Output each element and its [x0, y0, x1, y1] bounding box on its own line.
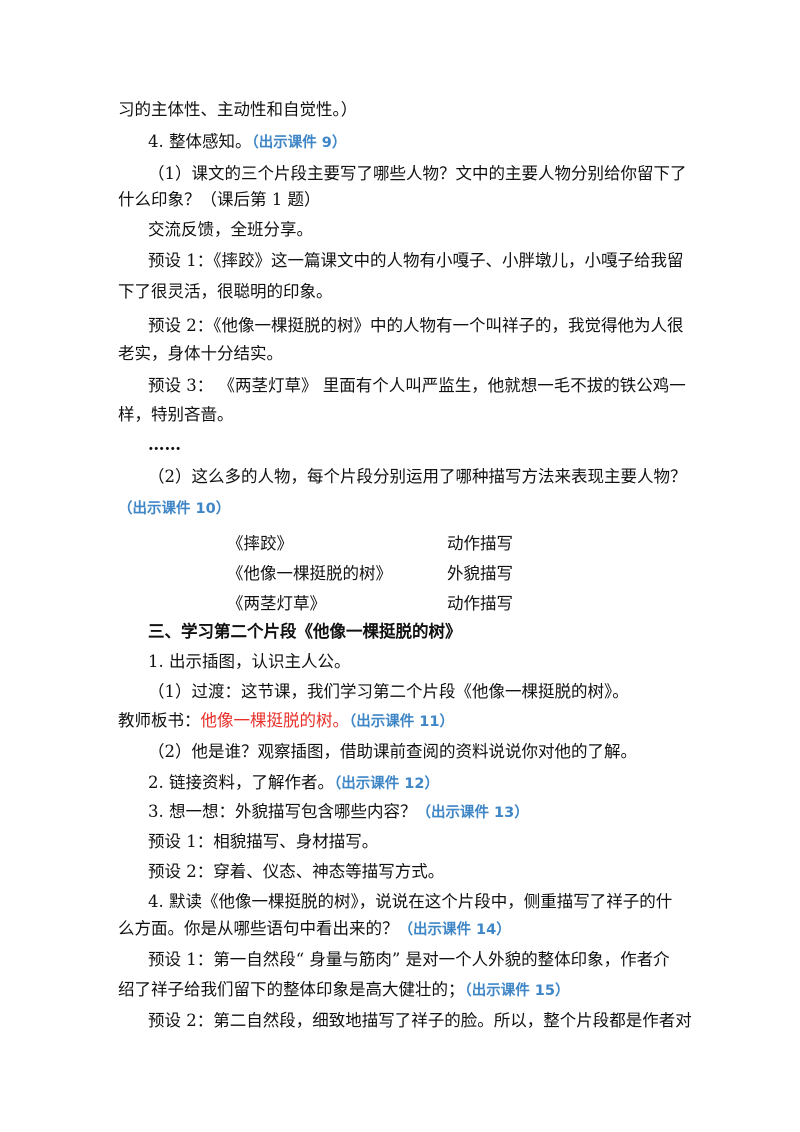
paragraph-line: 绍了祥子给我们留下的整体印象是高大健壮的；（出示课件 15） — [118, 980, 570, 999]
paragraph-line: （出示课件 10） — [118, 497, 230, 520]
paragraph-line: 预设 2：第二自然段，细致地描写了祥子的脸。所以，整个片段都是作者对 — [148, 1011, 692, 1030]
paragraph-line: 样，特别吝啬。 — [118, 405, 234, 424]
courseware-reference: （出示课件 9） — [251, 135, 347, 151]
paragraph-line: 习的主体性、主动性和自觉性。） — [118, 100, 358, 119]
paragraph-line: 3. 想一想：外貌描写包含哪些内容？（出示课件 13） — [148, 802, 529, 821]
paragraph-line: （2）这么多的人物，每个片段分别运用了哪种描写方法来表现主要人物？ — [148, 467, 687, 486]
description-method: 动作描写 — [447, 534, 513, 553]
paragraph-line: 预设 1：《摔跤》这一篇课文中的人物有小嘎子、小胖墩儿，小嘎子给我留 — [148, 251, 684, 270]
text-title: 《两茎灯草》 — [227, 594, 326, 613]
paragraph-line: 预设 2：穿着、仪态、神态等描写方式。 — [148, 862, 445, 881]
paragraph-line: 预设 1：第一自然段“ 身量与筋肉” 是对一个人外貌的整体印象，作者介 — [148, 950, 670, 969]
courseware-reference: （出示课件 13） — [416, 805, 529, 821]
ellipsis: …… — [148, 435, 181, 454]
paragraph-line: 2. 链接资料，了解作者。（出示课件 12） — [148, 773, 439, 792]
board-writing: 他像一棵挺脱的树。 — [200, 711, 350, 730]
paragraph-line: 交流反馈，全班分享。 — [148, 220, 313, 239]
paragraph-line: 预设 3： 《两茎灯草》 里面有个人叫严监生，他就想一毛不拔的铁公鸡一 — [148, 376, 686, 395]
paragraph-line: 老实，身体十分结实。 — [118, 344, 283, 363]
paragraph-line: 教师板书：他像一棵挺脱的树。（出示课件 11） — [118, 711, 454, 730]
paragraph-line: 么方面。你是从哪些语句中看出来的？（出示课件 14） — [118, 919, 511, 938]
paragraph-line: （1）课文的三个片段主要写了哪些人物？文中的主要人物分别给你留下了 — [148, 164, 687, 183]
paragraph-line: 4. 默读《他像一棵挺脱的树》，说说在这个片段中，侧重描写了祥子的什 — [148, 892, 673, 911]
paragraph-line: （1）过渡：这节课，我们学习第二个片段《他像一棵挺脱的树》。 — [148, 682, 629, 701]
text-title: 《他像一棵挺脱的树》 — [227, 564, 392, 583]
text-title: 《摔跤》 — [227, 534, 293, 553]
description-method: 动作描写 — [447, 594, 513, 613]
paragraph-line: 预设 1：相貌描写、身材描写。 — [148, 832, 379, 851]
courseware-reference: （出示课件 11） — [349, 714, 454, 730]
paragraph-line: 下了很灵活，很聪明的印象。 — [118, 282, 333, 301]
paragraph-line: 1. 出示插图，认识主人公。 — [148, 652, 351, 671]
courseware-reference: （出示课件 14） — [398, 922, 511, 938]
paragraph-line: 什么印象？（课后第 1 题） — [118, 190, 321, 209]
section-heading: 三、学习第二个片段《他像一棵挺脱的树》 — [148, 622, 462, 641]
description-method: 外貌描写 — [447, 564, 513, 583]
courseware-reference: （出示课件 10） — [118, 501, 231, 517]
paragraph-line: 4. 整体感知。（出示课件 9） — [148, 132, 347, 151]
paragraph-line: 预设 2：《他像一棵挺脱的树》中的人物有一个叫祥子的，我觉得他为人很 — [148, 316, 684, 335]
courseware-reference: （出示课件 15） — [464, 983, 570, 999]
courseware-reference: （出示课件 12） — [334, 776, 439, 792]
paragraph-line: （2）他是谁？观察插图，借助课前查阅的资料说说你对他的了解。 — [148, 742, 637, 761]
